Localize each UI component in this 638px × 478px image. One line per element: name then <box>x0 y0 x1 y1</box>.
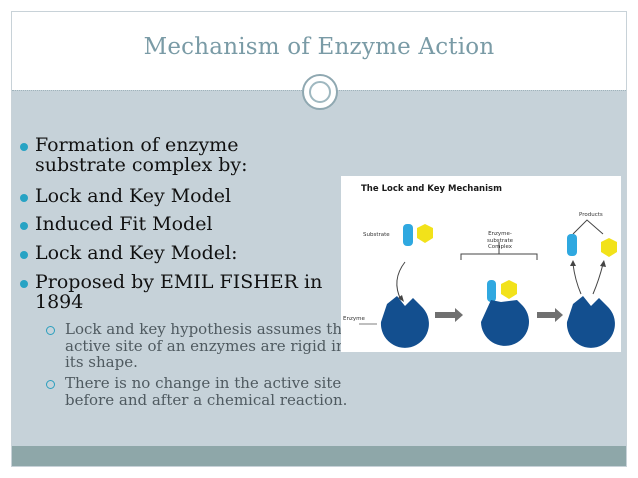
bullet-text: Proposed by EMIL FISHER in 1894 <box>35 271 323 313</box>
binding-arrowhead <box>398 295 404 302</box>
lock-and-key-diagram <box>359 219 617 348</box>
bullet-text: Lock and Key Model: <box>35 242 238 264</box>
bullet-text: Induced Fit Model <box>35 213 213 235</box>
bullet-dot-icon <box>20 194 28 202</box>
complex-substrate-blue <box>487 280 496 302</box>
release-arrowhead-left <box>570 260 576 266</box>
release-arrowhead-right <box>600 260 606 267</box>
sub-bullet-text: There is no change in the active site be… <box>65 374 348 409</box>
binding-arrow <box>396 261 406 301</box>
bullet-text: Formation of enzyme substrate complex by… <box>35 134 248 176</box>
figure-title: The Lock and Key Mechanism <box>361 184 502 194</box>
stage-arrow-icon <box>435 308 463 322</box>
product-blue-piece <box>567 234 577 256</box>
bullet-item: Formation of enzyme substrate complex by… <box>20 135 295 175</box>
enzyme-shape <box>566 296 615 348</box>
slide-title: Mechanism of Enzyme Action <box>143 34 495 60</box>
circle-ornament-inner <box>309 81 331 103</box>
complex-bracket <box>460 253 538 260</box>
ring-bullet-icon <box>46 326 55 335</box>
bullet-item: Induced Fit Model <box>20 214 355 234</box>
enzyme-label: Enzyme <box>343 316 365 322</box>
products-bracket <box>572 219 604 235</box>
sub-bullet-text: Lock and key hypothesis assumes the acti… <box>65 320 351 371</box>
bullet-item: Lock and Key Model: <box>20 243 355 263</box>
bullet-item: Proposed by EMIL FISHER in 1894 <box>20 272 330 312</box>
sub-bullet-item: Lock and key hypothesis assumes the acti… <box>46 321 355 371</box>
slide: Mechanism of Enzyme Action Formation of … <box>11 11 627 467</box>
product-yellow-piece <box>601 238 617 257</box>
bullet-dot-icon <box>20 222 28 230</box>
substrate-yellow-piece <box>417 224 433 243</box>
bullet-text: Lock and Key Model <box>35 185 232 207</box>
release-arrow-right <box>592 263 604 295</box>
bullet-dot-icon <box>20 251 28 259</box>
footer-band <box>12 446 626 466</box>
complex-substrate-yellow <box>501 280 517 299</box>
ring-bullet-icon <box>46 380 55 389</box>
substrate-label: Substrate <box>363 232 390 238</box>
bullet-dot-icon <box>20 280 28 288</box>
substrate-blue-piece <box>403 224 413 246</box>
products-label: Products <box>579 212 603 218</box>
enzyme-substrate-complex-shape <box>481 300 529 346</box>
lock-and-key-figure: The Lock and Key Mechanism Substrate Enz… <box>341 176 621 352</box>
enzyme-shape <box>380 296 429 348</box>
bullet-item: Lock and Key Model <box>20 186 355 206</box>
release-arrow-left <box>572 263 582 295</box>
sub-bullet-item: There is no change in the active site be… <box>46 375 355 408</box>
complex-label: Enzyme-substrate Complex <box>486 231 514 250</box>
circle-ornament-icon <box>302 74 338 110</box>
bullet-dot-icon <box>20 143 28 151</box>
stage-arrow-icon <box>537 308 563 322</box>
